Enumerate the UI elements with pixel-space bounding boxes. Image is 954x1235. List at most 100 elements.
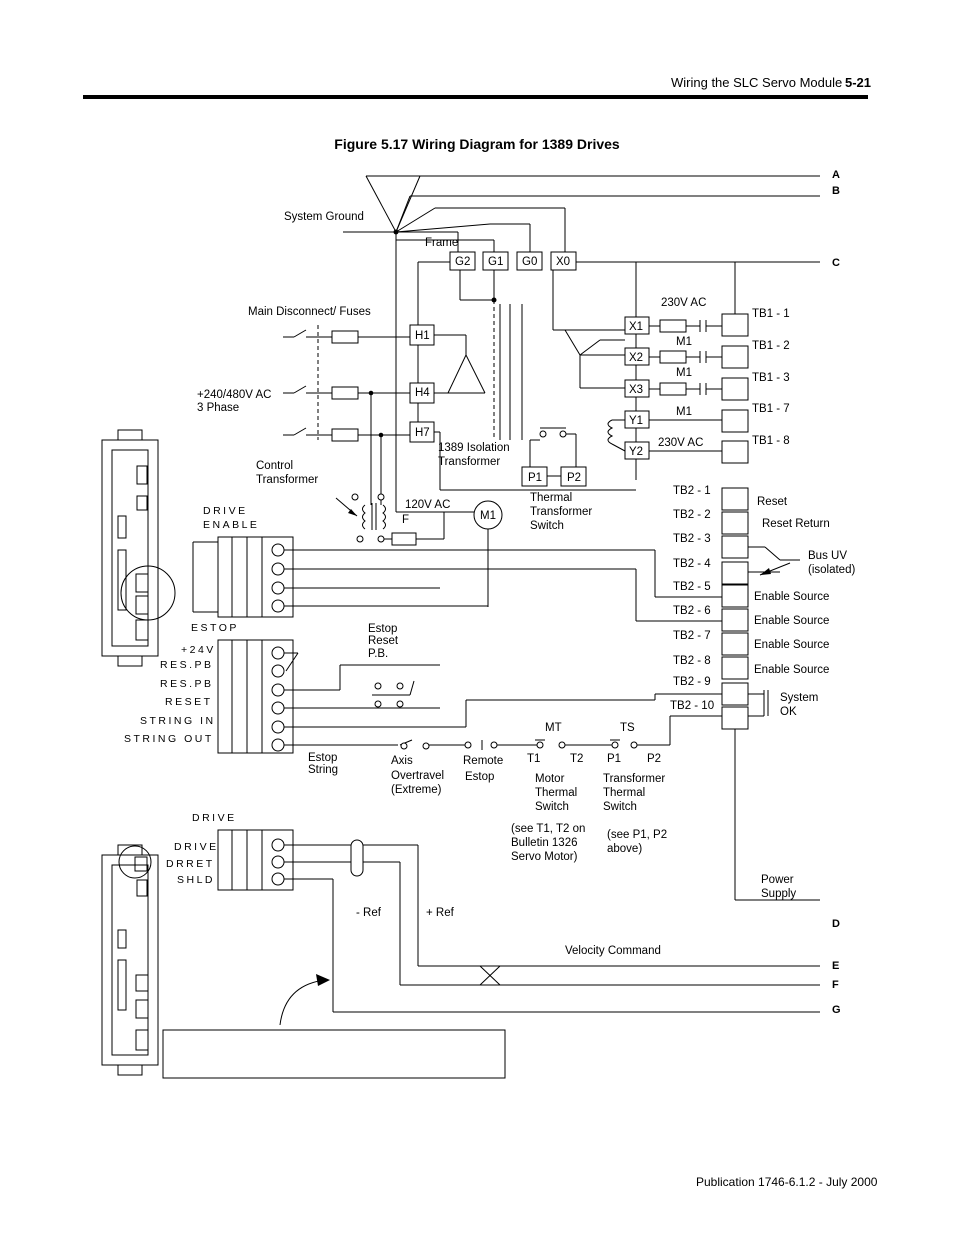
label-tb1-8: TB1 - 8 [752,435,790,447]
label-tb2-6: TB2 - 6 [673,605,711,617]
label-230v-bottom: 230V AC [658,437,703,449]
label-g1: G1 [488,256,503,268]
label-see-p-1: (see P1, P2 [607,829,667,841]
drive-enable-connector [192,536,722,622]
label-see-t-1: (see T1, T2 on [511,823,585,835]
terminal-strip [721,262,820,901]
label-estop: ESTOP [191,622,239,634]
label-motor-2: Thermal [535,787,577,799]
label-thermal-3: Switch [530,520,564,532]
label-see-t-2: Bulletin 1326 [511,837,578,849]
label-m1-coil: M1 [480,510,496,522]
label-tb2-2: TB2 - 2 [673,509,711,521]
label-t2: T2 [570,753,583,765]
label-main-disconnect: Main Disconnect/ Fuses [248,306,371,318]
secondary-terminals [607,316,722,460]
label-string-in: STRING IN [140,715,216,727]
label-iso-transformer-1: 1389 Isolation [438,442,510,454]
label-g2: G2 [455,256,470,268]
edge-letter-d: D [832,918,840,930]
label-see-t-3: Servo Motor) [511,851,578,863]
edge-letter-c: C [832,257,840,269]
label-string-out: STRING OUT [124,733,214,745]
label-m1-contact-b: M1 [676,367,692,379]
label-trans-1: Transformer [603,773,665,785]
figure-title: Figure 5.17 Wiring Diagram for 1389 Driv… [334,136,620,152]
label-tb2-1: TB2 - 1 [673,485,711,497]
label-thermal-2: Transformer [530,506,592,518]
label-drret-terminal: DRRET [166,858,215,870]
label-reset: Reset [757,496,788,508]
label-supply: +240/480V AC [197,389,272,401]
label-tb2-5: TB2 - 5 [673,581,711,593]
label-mt: MT [545,722,562,734]
label-enable-source-2: Enable Source [754,615,829,627]
label-x2: X2 [629,352,643,364]
label-x0: X0 [556,256,570,268]
label-estop-reset-1: Estop [368,623,397,635]
label-tb1-7: TB1 - 7 [752,403,790,415]
estop-connector [217,639,722,754]
label-control-transformer-1: Control [256,460,293,472]
label-axis-1: Axis [391,755,413,767]
label-tb2-8: TB2 - 8 [673,655,711,667]
label-control-transformer-2: Transformer [256,474,318,486]
label-fuse-f: F [402,514,409,526]
label-t1: T1 [527,753,540,765]
label-h4: H4 [415,387,430,399]
running-header-title: Wiring the SLC Servo Module [671,75,843,90]
label-see-p-2: above) [607,843,642,855]
edge-letter-e: E [832,960,839,972]
label-drive-enable-2: ENABLE [203,519,259,531]
diagram-labels: A B C D E F G System Ground Frame G2 G1 … [124,169,855,1016]
drive-command-connector [162,829,820,1079]
header-rule [83,95,868,99]
label-24v: +24V [181,644,216,656]
label-tb1-3: TB1 - 3 [752,372,790,384]
label-estop-reset-2: Reset [368,635,399,647]
label-iso-transformer-2: Transformer [438,456,500,468]
label-enable-source-3: Enable Source [754,639,829,651]
label-enable-source-4: Enable Source [754,664,829,676]
label-bus-uv-1: Bus UV [808,550,847,562]
label-120v: 120V AC [405,499,450,511]
label-drive-enable-1: DRIVE [203,505,248,517]
label-system-ok-1: System [780,692,818,704]
edge-letter-f: F [832,979,839,991]
label-motor-1: Motor [535,773,565,785]
label-axis-3: (Extreme) [391,784,442,796]
label-bus-uv-2: (isolated) [808,564,855,576]
label-p1-box: P1 [528,472,542,484]
control-transformer [335,493,503,607]
label-230v-top: 230V AC [661,297,706,309]
label-tb2-9: TB2 - 9 [673,676,711,688]
label-tb1-2: TB1 - 2 [752,340,790,352]
edge-letter-g: G [832,1004,841,1016]
label-p2-box: P2 [567,472,581,484]
label-p2: P2 [647,753,661,765]
label-estop-reset-3: P.B. [368,648,388,660]
label-thermal-1: Thermal [530,492,572,504]
ground-fan [343,175,820,512]
servo-module-2 [101,844,159,1076]
label-tb1-1: TB1 - 1 [752,308,790,320]
label-tb2-3: TB2 - 3 [673,533,711,545]
label-reset-terminal: RESET [165,696,213,708]
label-drive-header: DRIVE [192,812,237,824]
label-reset-return: Reset Return [762,518,830,530]
label-shld-terminal: SHLD [177,874,215,886]
label-frame: Frame [425,237,458,249]
label-motor-3: Switch [535,801,569,813]
label-estop-string-2: String [308,764,338,776]
label-y1: Y1 [629,415,643,427]
label-axis-2: Overtravel [391,770,444,782]
label-tb2-10: TB2 - 10 [670,700,714,712]
edge-letter-b: B [832,185,840,197]
label-neg-ref: - Ref [356,907,382,919]
label-x1: X1 [629,321,643,333]
iso-transformer-terminals [417,251,820,480]
label-system-ground: System Ground [284,211,364,223]
label-tb2-7: TB2 - 7 [673,630,711,642]
label-h7: H7 [415,427,430,439]
